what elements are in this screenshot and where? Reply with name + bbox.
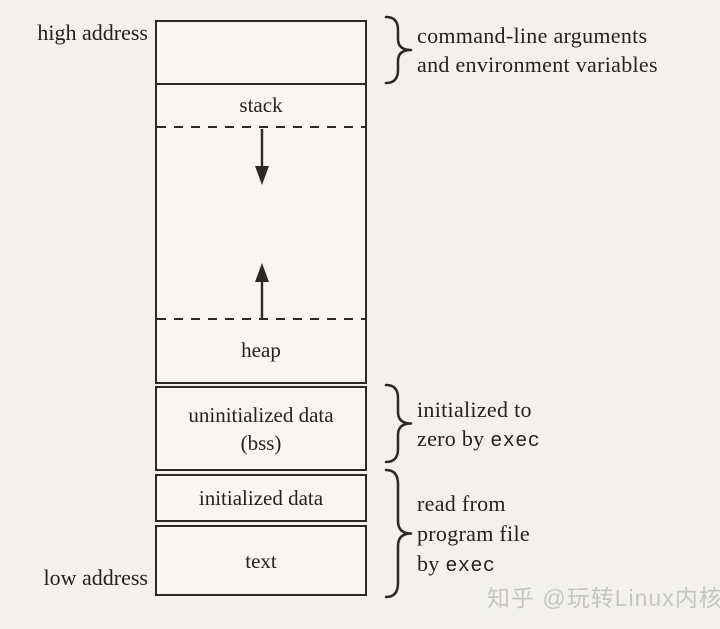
- args-env-brace-icon: [384, 15, 413, 85]
- bss-init-annotation-line2: zero by exec: [417, 424, 540, 456]
- args-env-annotation-line1: command-line arguments: [417, 23, 648, 48]
- text-segment-label: text: [245, 548, 277, 573]
- initialized-data-segment-label: initialized data: [198, 486, 324, 510]
- initialized-data-segment-box: initialized data: [155, 474, 367, 522]
- program-file-brace-icon: [384, 468, 413, 599]
- program-file-annotation-exec-code: exec: [445, 555, 496, 578]
- stack-segment-label: stack: [239, 93, 283, 117]
- heap-growth-up-arrow-icon: [255, 263, 269, 318]
- args-env-annotation-line2: and environment variables: [417, 52, 658, 77]
- bss-segment-label-line1: uninitialized data: [188, 402, 334, 427]
- program-file-annotation-line3-plain: by: [417, 551, 446, 576]
- heap-segment-label: heap: [241, 338, 281, 362]
- bss-init-annotation-line1: initialized to: [417, 397, 532, 422]
- bss-init-annotation: initialized to zero by exec: [417, 395, 540, 456]
- program-file-annotation-line1: read from: [417, 491, 506, 516]
- bss-init-brace-icon: [384, 383, 413, 464]
- bss-init-annotation-exec-code: exec: [490, 430, 541, 453]
- bss-segment-label-line2: (bss): [240, 430, 282, 455]
- stack-dashed-boundary: [157, 126, 365, 128]
- stack-growth-down-arrow-icon: [255, 129, 269, 185]
- text-segment-box: text: [155, 525, 367, 596]
- high-address-label: high address: [37, 20, 148, 45]
- program-file-annotation: read from program file by exec: [417, 489, 530, 582]
- bss-init-annotation-line2-plain: zero by: [417, 426, 491, 451]
- program-file-annotation-line2: program file: [417, 521, 530, 546]
- zhihu-watermark: 知乎 @玩转Linux内核: [487, 585, 720, 611]
- main-memory-box: stack heap: [155, 20, 367, 384]
- low-address-label: low address: [43, 565, 148, 590]
- program-file-annotation-line3: by exec: [417, 549, 530, 582]
- bss-segment-box: uninitialized data (bss): [155, 386, 367, 471]
- args-env-annotation: command-line arguments and environment v…: [417, 21, 658, 79]
- args-env-divider: [157, 83, 365, 85]
- heap-dashed-boundary: [157, 318, 365, 320]
